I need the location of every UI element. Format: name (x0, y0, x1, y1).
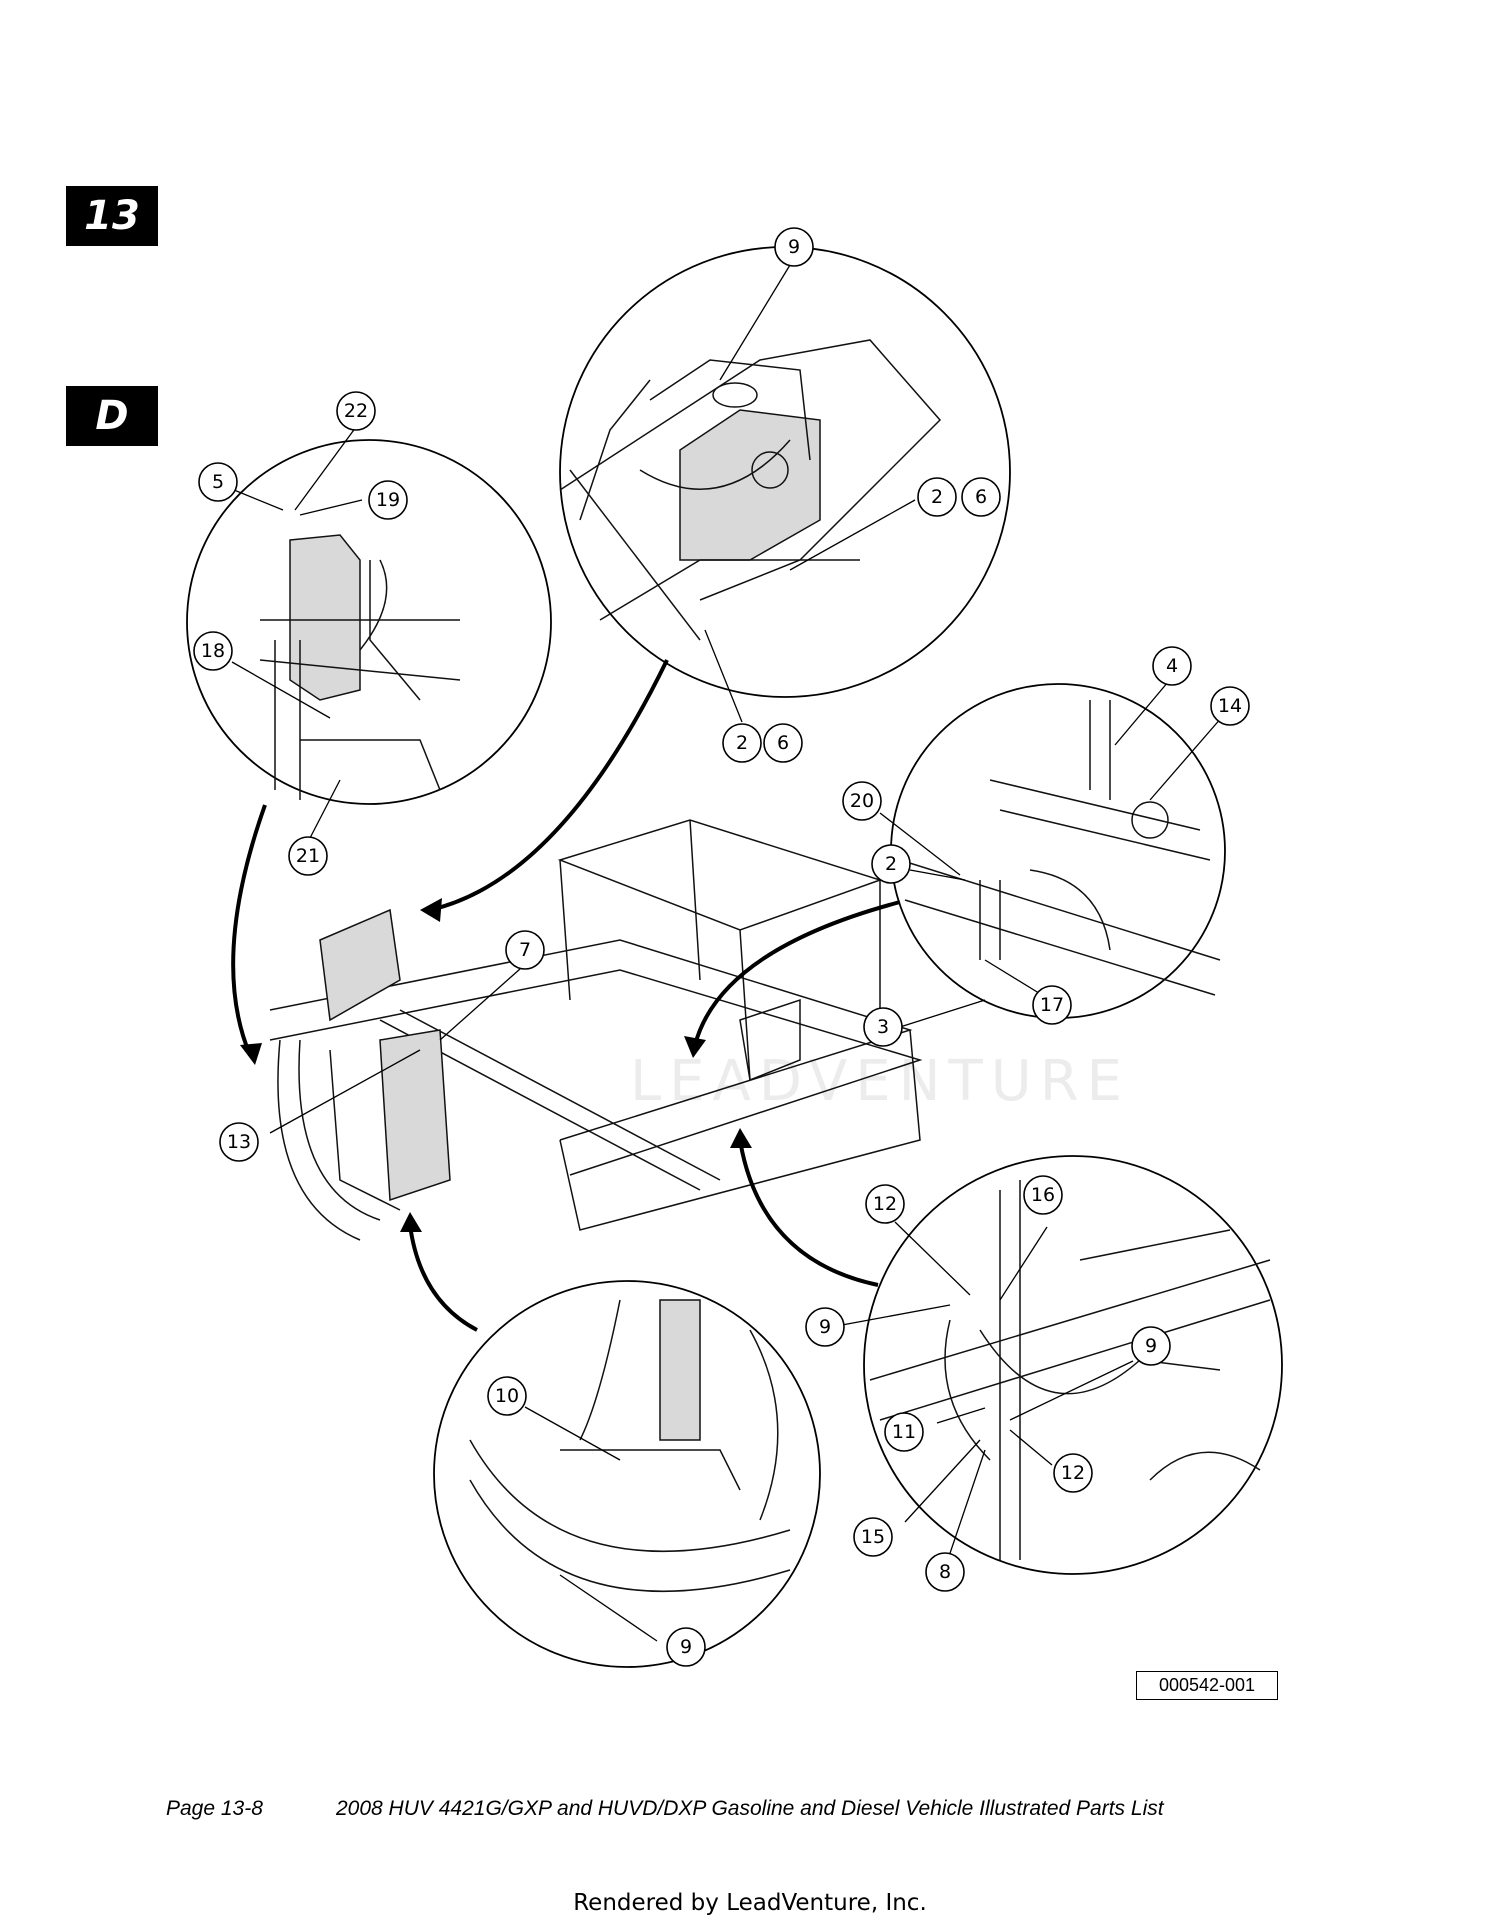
svg-text:16: 16 (1031, 1184, 1055, 1206)
svg-text:9: 9 (788, 236, 800, 258)
rendered-by-notice: Rendered by LeadVenture, Inc. (573, 1890, 927, 1916)
watermark: LEADVENTURE (630, 1049, 1130, 1114)
svg-text:15: 15 (861, 1526, 885, 1548)
callout-9-tank: 9 (774, 227, 814, 267)
svg-text:6: 6 (777, 732, 789, 754)
detail-fuel-lines (863, 1155, 1283, 1575)
callout-7: 7 (505, 930, 545, 970)
svg-text:3: 3 (877, 1016, 889, 1038)
detail-right-frame (890, 683, 1226, 1019)
callout-13: 13 (219, 1122, 259, 1162)
svg-text:2: 2 (931, 486, 943, 508)
svg-text:19: 19 (376, 489, 400, 511)
arrow-right-to-frame (693, 900, 901, 1046)
svg-text:22: 22 (344, 400, 368, 422)
callout-12-upper: 12 (865, 1184, 905, 1224)
svg-text:21: 21 (296, 845, 320, 867)
callout-4: 4 (1152, 646, 1192, 686)
callout-3: 3 (863, 1007, 903, 1047)
arrow-bottom-to-frame (408, 1224, 478, 1332)
svg-text:11: 11 (892, 1421, 916, 1443)
svg-text:12: 12 (873, 1193, 897, 1215)
svg-text:10: 10 (495, 1385, 519, 1407)
callout-9-lines-right: 9 (1131, 1326, 1171, 1366)
callout-15: 15 (853, 1517, 893, 1557)
callout-6-tank-lower: 6 (763, 723, 803, 763)
svg-text:7: 7 (519, 939, 531, 961)
callout-2-tank-upper: 2 (917, 477, 957, 517)
callout-19: 19 (368, 480, 408, 520)
svg-text:5: 5 (212, 471, 224, 493)
svg-text:9: 9 (1145, 1335, 1157, 1357)
document-title: 2008 HUV 4421G/GXP and HUVD/DXP Gasoline… (336, 1797, 1164, 1820)
callout-6-tank-upper: 6 (961, 477, 1001, 517)
svg-text:12: 12 (1061, 1462, 1085, 1484)
callout-10: 10 (487, 1376, 527, 1416)
svg-text:17: 17 (1040, 994, 1064, 1016)
svg-text:2: 2 (736, 732, 748, 754)
callout-11: 11 (884, 1412, 924, 1452)
arrow-tank-to-frame (429, 659, 669, 912)
callout-21: 21 (288, 836, 328, 876)
main-frame-drawing (269, 819, 923, 1241)
callout-20: 20 (842, 781, 882, 821)
callout-2-tank-lower: 2 (722, 723, 762, 763)
detail-fuel-tank (559, 246, 1011, 698)
figure-id: 000542-001 (1136, 1671, 1278, 1700)
svg-text:14: 14 (1218, 695, 1242, 717)
detail-bottom-frame (433, 1280, 821, 1668)
svg-text:2: 2 (885, 853, 897, 875)
callout-5: 5 (198, 462, 238, 502)
svg-text:4: 4 (1166, 655, 1178, 677)
callout-22: 22 (336, 391, 376, 431)
svg-text:13: 13 (227, 1131, 251, 1153)
callout-18: 18 (193, 631, 233, 671)
callout-9-lines-left: 9 (805, 1307, 845, 1347)
callout-16: 16 (1023, 1175, 1063, 1215)
svg-text:9: 9 (819, 1316, 831, 1338)
callout-8: 8 (925, 1552, 965, 1592)
arrow-filter-to-frame (231, 804, 267, 1056)
svg-text:20: 20 (850, 790, 874, 812)
svg-text:8: 8 (939, 1561, 951, 1583)
page-number: Page 13-8 (166, 1797, 263, 1820)
arrow-lines-to-frame (738, 1139, 879, 1287)
callout-2-frame: 2 (871, 844, 911, 884)
section-tab: 13 (66, 186, 158, 246)
subsection-tab: D (66, 386, 158, 446)
leader-lines (231, 264, 1223, 1642)
callout-14: 14 (1210, 686, 1250, 726)
callout-12-lower: 12 (1053, 1453, 1093, 1493)
callout-17: 17 (1032, 985, 1072, 1025)
svg-text:9: 9 (680, 1636, 692, 1658)
callout-9-bottom: 9 (666, 1627, 706, 1667)
svg-text:18: 18 (201, 640, 225, 662)
detail-left-filter (186, 439, 552, 805)
svg-text:6: 6 (975, 486, 987, 508)
